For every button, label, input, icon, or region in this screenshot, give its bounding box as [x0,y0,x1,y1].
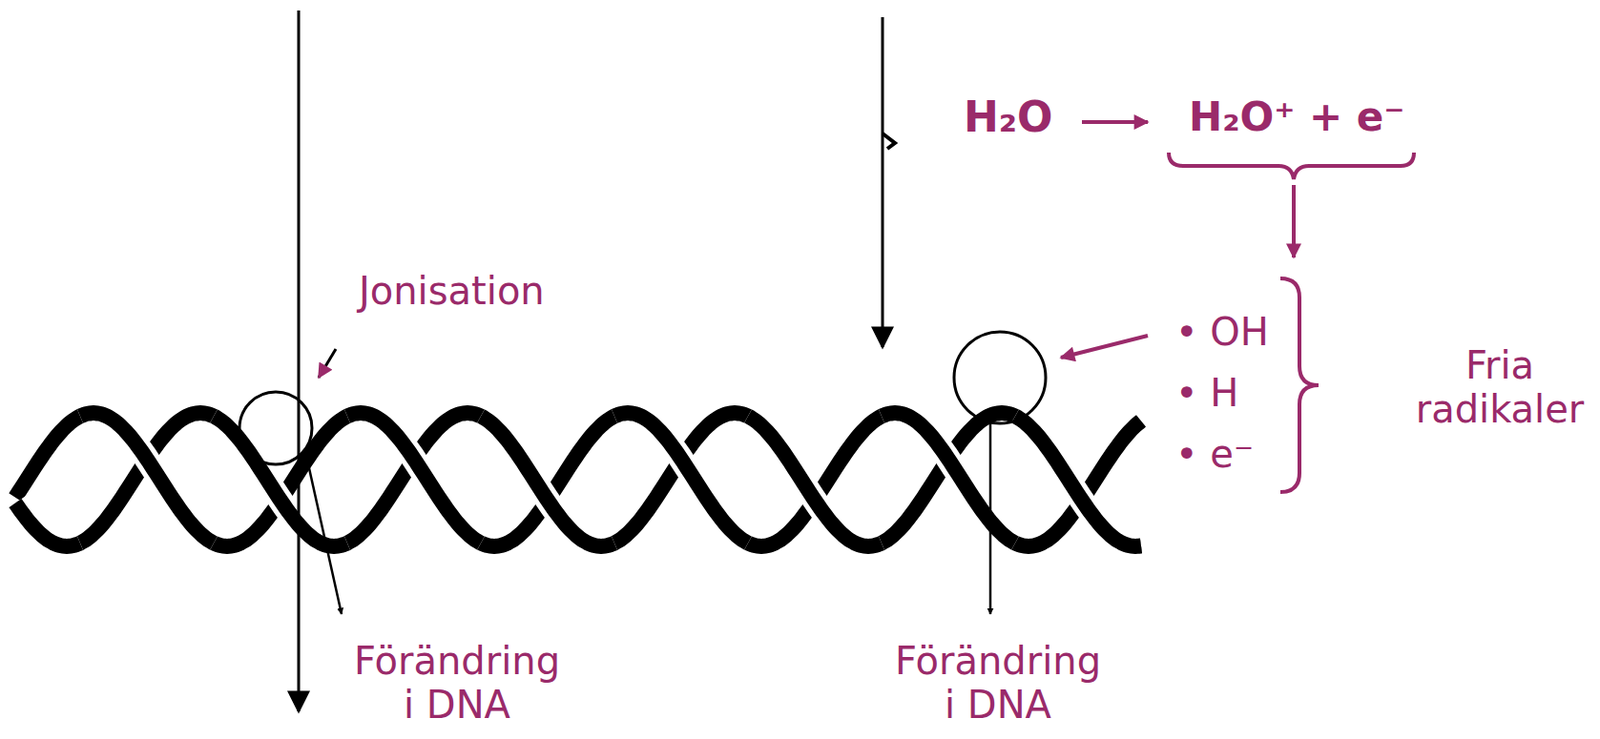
reaction-arrow [1291,185,1296,258]
strand-gap [1015,415,1142,546]
reaction-arrow [1081,120,1148,125]
dna-strand [480,415,615,546]
strand-gap [614,413,749,543]
reactant-formula: H₂O [963,93,1054,143]
dna-strand [614,413,749,543]
radical-label: • OH [1175,310,1269,354]
dna-strand [347,413,481,543]
group-label: Fria radikaler [1413,343,1587,432]
effect-label: Förändring i DNA [352,639,563,728]
radiation-track [297,10,301,712]
curly-brace [1280,278,1319,493]
dna-strand [15,413,1142,547]
strand-gap [480,415,615,546]
process-label: Jonisation [358,269,545,313]
strand-gap [347,413,481,543]
dna-strand [15,503,81,547]
strand-gap [748,415,882,546]
leader-arrow [989,421,993,615]
damage-circle [954,332,1046,424]
underbrace [1168,152,1414,180]
dna-strand [213,415,348,546]
dna-helix [15,413,1142,547]
dna-strand [15,413,1142,547]
dna-strand [748,415,882,546]
strand-gap [80,413,214,543]
strand-gap [213,415,348,546]
track-kink [882,133,895,149]
radical-arrow [1060,335,1148,358]
damage-circle [239,392,312,465]
effect-label: Förändring i DNA [893,639,1104,728]
strand-gap [881,413,1016,543]
radiation-track [881,17,885,348]
dna-strand [881,413,1016,543]
product-formula: H₂O⁺ + e⁻ [1188,94,1406,141]
radical-label: • H [1175,371,1239,416]
leader-arrow [307,459,342,615]
leader-arrow [318,349,336,378]
strand-gap [15,503,81,547]
dna-strand [1015,415,1142,546]
dna-strand [80,413,214,543]
radical-label: • e⁻ [1175,432,1254,477]
